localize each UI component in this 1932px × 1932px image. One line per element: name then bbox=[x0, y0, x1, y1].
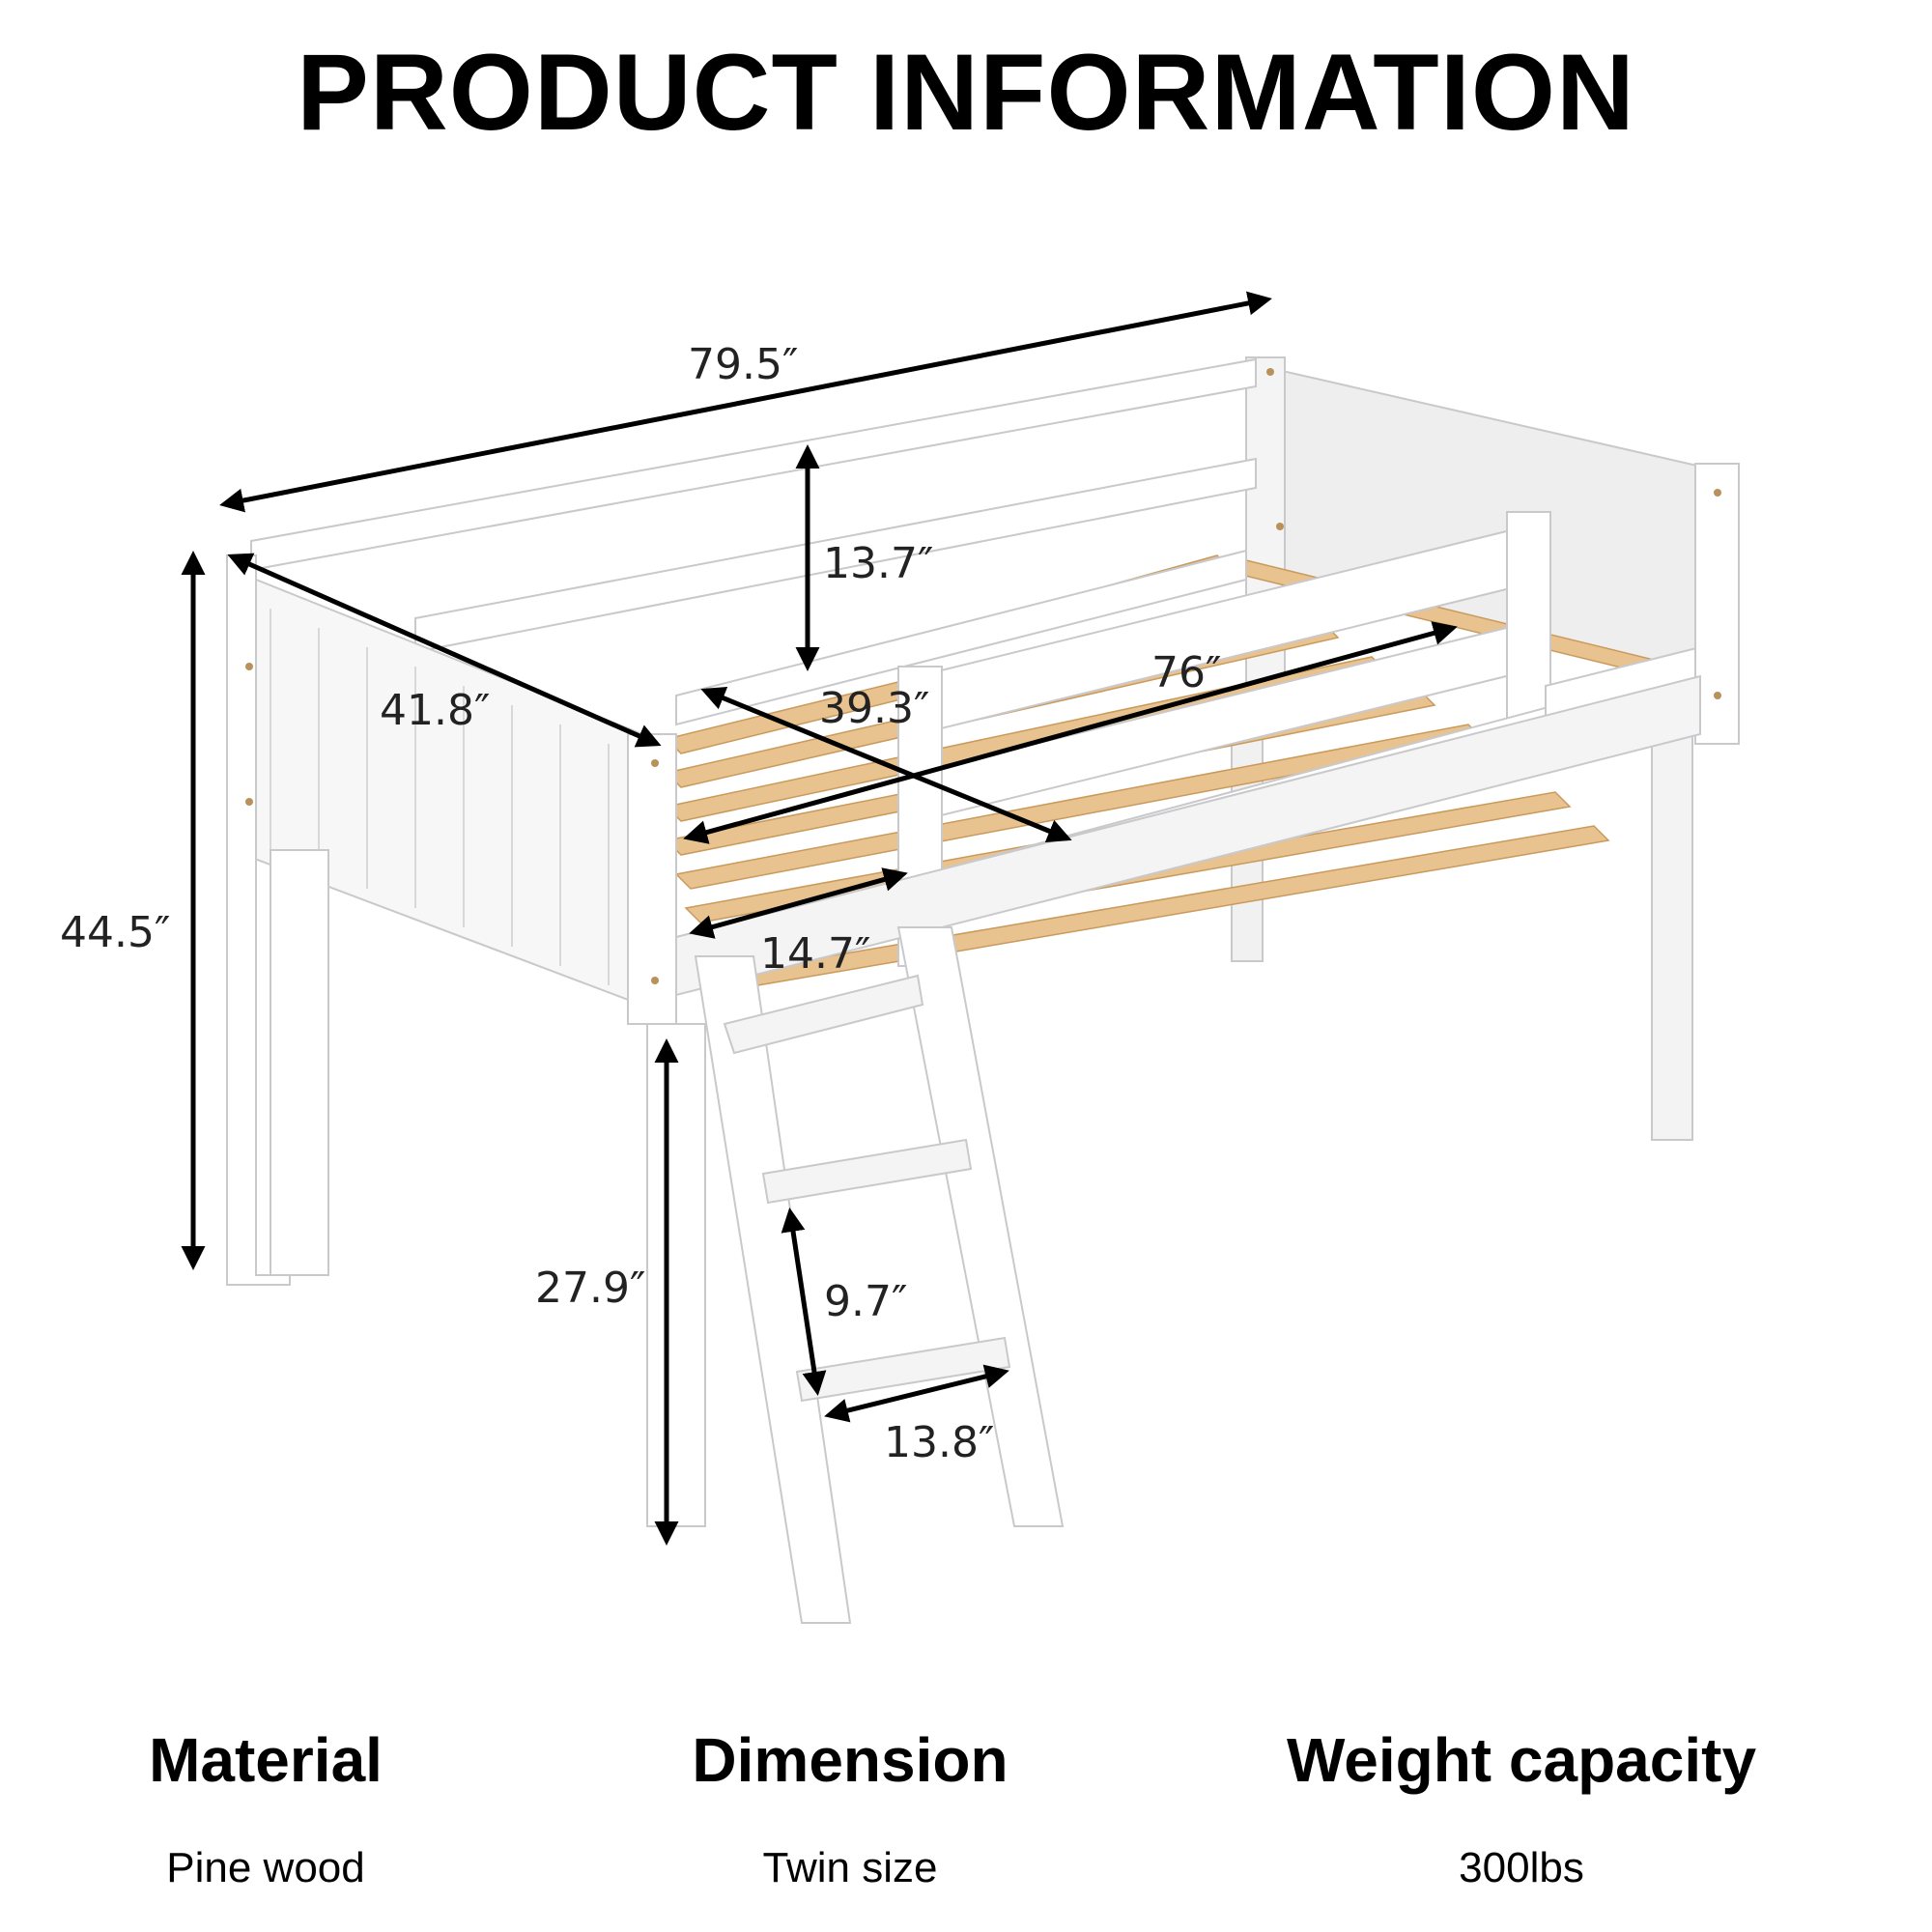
dimension-arrows bbox=[181, 291, 1458, 1546]
spec-dimension: Dimension Twin size bbox=[541, 1729, 1159, 1889]
label-ladder-step-spacing: 9.7″ bbox=[824, 1277, 907, 1326]
arrow-mattress-width bbox=[700, 686, 1072, 843]
label-mattress-width: 39.3″ bbox=[819, 684, 929, 733]
spec-weight-capacity: Weight capacity 300lbs bbox=[1212, 1729, 1831, 1889]
arrow-ladder-opening bbox=[689, 867, 908, 939]
label-ladder-width: 13.8″ bbox=[884, 1418, 994, 1467]
label-guardrail-height: 13.7″ bbox=[823, 539, 933, 588]
spec-material: Material Pine wood bbox=[0, 1729, 575, 1889]
spec-material-value: Pine wood bbox=[166, 1844, 365, 1891]
label-overall-width: 41.8″ bbox=[380, 686, 490, 735]
arrow-ladder-width bbox=[824, 1364, 1009, 1423]
arrow-overall-width bbox=[227, 553, 662, 748]
label-under-bed-clearance: 27.9″ bbox=[535, 1264, 645, 1313]
label-overall-height: 44.5″ bbox=[60, 908, 170, 957]
spec-dimension-label: Dimension bbox=[692, 1725, 1009, 1795]
page-title: PRODUCT INFORMATION bbox=[297, 32, 1635, 153]
arrow-overall-length bbox=[219, 291, 1272, 513]
spec-material-label: Material bbox=[149, 1725, 383, 1795]
label-mattress-length: 76″ bbox=[1151, 648, 1221, 697]
label-ladder-opening: 14.7″ bbox=[760, 929, 870, 979]
spec-weight-capacity-value: 300lbs bbox=[1459, 1844, 1584, 1891]
label-overall-length: 79.5″ bbox=[688, 340, 798, 389]
spec-weight-capacity-label: Weight capacity bbox=[1286, 1725, 1757, 1795]
arrow-ladder-step-spacing bbox=[781, 1208, 827, 1396]
ladder bbox=[694, 926, 1065, 1624]
spec-dimension-value: Twin size bbox=[762, 1844, 938, 1891]
